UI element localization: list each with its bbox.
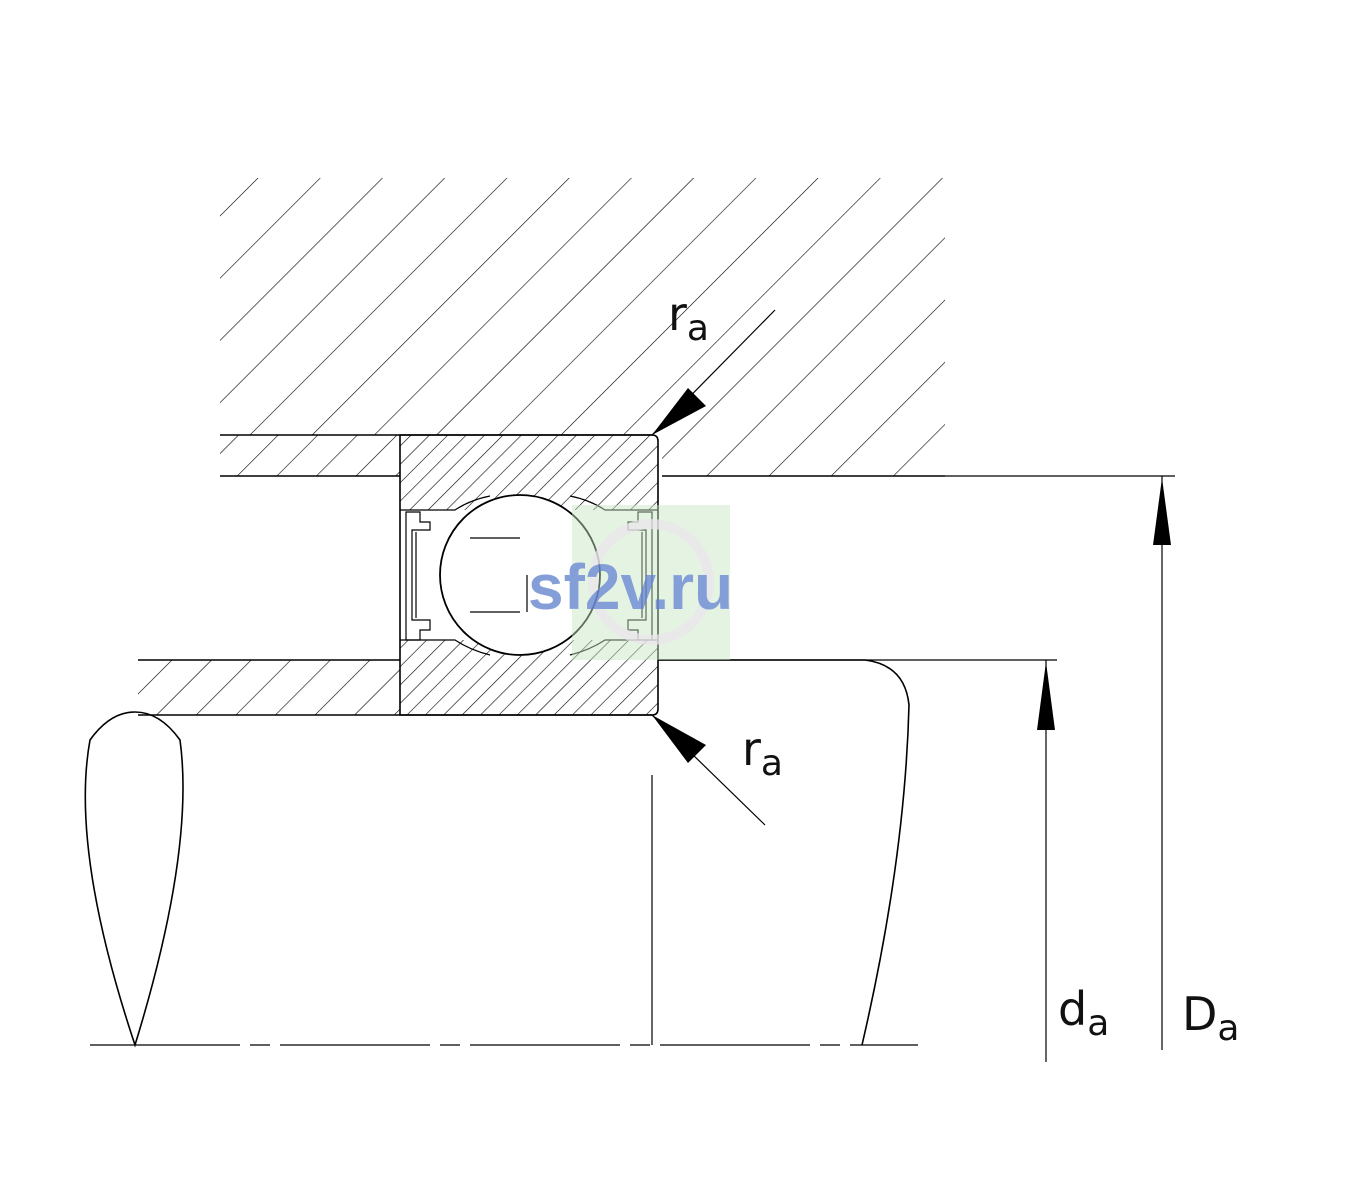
ball <box>439 494 601 656</box>
shaft-outline <box>658 659 910 1046</box>
dimension-Da <box>945 475 1175 1050</box>
housing <box>220 178 945 477</box>
label-ra-bottom: ra <box>742 722 783 784</box>
watermark-logo-ring <box>588 519 714 645</box>
watermark-logo-box <box>572 505 730 660</box>
watermark: sf2v.ru <box>528 505 733 660</box>
seal-left <box>405 511 431 641</box>
ra-bottom-leader <box>651 714 766 826</box>
label-da: da <box>1058 982 1109 1044</box>
ra-top-leader <box>651 309 776 436</box>
watermark-text: sf2v.ru <box>528 551 733 623</box>
shaft-section <box>84 711 184 1048</box>
bearing <box>399 434 659 716</box>
label-Da: Da <box>1182 987 1239 1049</box>
dimension-da <box>658 659 1057 1062</box>
label-ra-top: ra <box>668 287 709 349</box>
